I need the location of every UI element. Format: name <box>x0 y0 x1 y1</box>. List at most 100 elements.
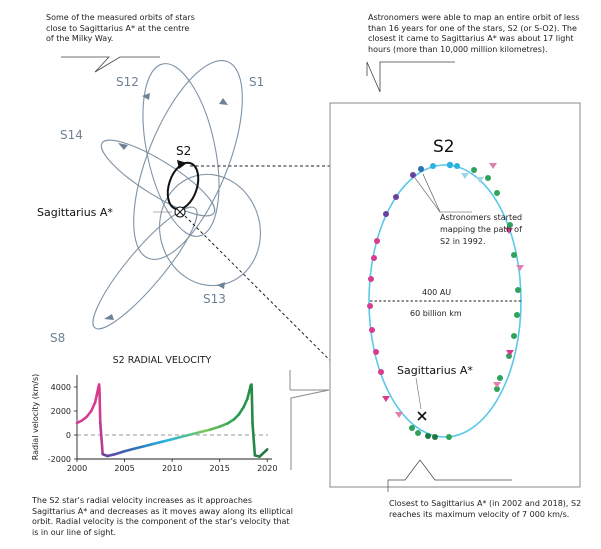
arrow-s1 <box>219 98 228 105</box>
radial-velocity-chart: S2 RADIAL VELOCITY Radial velocity (km/s… <box>31 355 277 473</box>
obs-dot <box>393 194 399 200</box>
obs-dot <box>507 222 513 228</box>
obs-dot <box>415 430 421 436</box>
obs-dot <box>409 425 415 431</box>
obs-dot <box>515 287 521 293</box>
velocity-curve-segment <box>113 449 126 456</box>
x-tick-label: 2010 <box>162 464 182 473</box>
callout-bracket-s2 <box>366 61 455 93</box>
obs-dot <box>485 175 491 181</box>
width-au-label: 400 AU <box>422 288 451 297</box>
obs-dot <box>368 276 374 282</box>
obs-triangle <box>476 177 484 183</box>
velocity-curve-segment <box>170 435 183 441</box>
y-tick-label: 4000 <box>51 383 71 392</box>
velocity-curve-segment <box>99 421 104 456</box>
velocity-curve-segment <box>237 406 245 416</box>
obs-triangle <box>382 396 390 402</box>
obs-dot <box>418 166 424 172</box>
label-s14: S14 <box>60 128 83 142</box>
s2-panel-title: S2 <box>433 137 455 157</box>
label-s8: S8 <box>50 331 65 345</box>
obs-dot <box>383 211 389 217</box>
orbit-s2-small <box>166 161 200 211</box>
mapping-note-leader-2 <box>414 177 441 213</box>
obs-dot <box>430 163 436 169</box>
arrow-s13 <box>217 282 225 289</box>
velocity-curve-segment <box>250 388 254 425</box>
s2-triangle-markers <box>382 163 524 418</box>
label-sgr-a-right: Sagittarius A* <box>397 364 473 377</box>
x-tick-label: 2015 <box>210 464 230 473</box>
obs-dot <box>454 163 460 169</box>
arrow-s2-small <box>177 160 187 169</box>
sgr-a-marker <box>174 206 186 218</box>
obs-triangle <box>505 228 513 234</box>
obs-dot <box>432 434 438 440</box>
orbit-s12 <box>142 63 220 237</box>
arrow-s14 <box>118 143 128 150</box>
obs-dot <box>494 190 500 196</box>
label-s13: S13 <box>203 292 226 306</box>
obs-dot <box>511 252 517 258</box>
velocity-curve-segment <box>180 433 193 439</box>
obs-dot <box>446 434 452 440</box>
velocity-curve-segment <box>218 422 229 428</box>
panel-bracket-h <box>290 389 330 470</box>
velocity-curve-segment <box>251 421 257 457</box>
orbit-labels: S12 S1 S14 S13 S8 <box>50 75 264 345</box>
obs-dot <box>497 375 503 381</box>
obs-dot <box>374 238 380 244</box>
label-s2-small: S2 <box>176 144 191 158</box>
obs-dot <box>367 303 373 309</box>
s2-panel-frame <box>329 102 581 488</box>
velocity-curve-segment <box>132 445 145 451</box>
obs-triangle <box>395 412 403 418</box>
caption-closest-approach: Closest to Sagittarius A* (in 2002 and 2… <box>389 499 582 519</box>
mapping-note-line: mapping the path of <box>440 225 522 234</box>
velocity-curve-segment <box>89 401 97 413</box>
callout-bracket-orbits <box>61 56 160 73</box>
obs-dot <box>371 255 377 261</box>
arrow-s12 <box>142 93 150 100</box>
obs-dot <box>425 433 431 439</box>
velocity-curve-segment <box>93 392 99 404</box>
y-tick-label: 0 <box>66 431 71 440</box>
caption-radial-velocity: The S2 star's radial velocity increases … <box>32 496 294 537</box>
orbit-s13 <box>159 173 261 287</box>
obs-dot <box>471 167 477 173</box>
orbit-s8 <box>92 206 198 330</box>
x-tick-label: 2000 <box>67 464 87 473</box>
orbit-s14 <box>100 139 216 217</box>
mapping-note-line: Astronomers started <box>440 213 522 222</box>
chart-title: S2 RADIAL VELOCITY <box>113 355 212 366</box>
velocity-curve-segment <box>123 447 136 453</box>
velocity-curve-segment <box>161 437 174 443</box>
velocity-curve-segment <box>151 440 164 446</box>
x-tick-label: 2020 <box>257 464 277 473</box>
orbit-s1 <box>133 60 243 260</box>
obs-dot <box>511 333 517 339</box>
obs-dot <box>378 369 384 375</box>
obs-triangle <box>461 173 469 179</box>
velocity-curve-segment <box>242 397 249 409</box>
label-s12: S12 <box>116 75 139 89</box>
s2-observation-points <box>367 161 521 440</box>
obs-dot <box>410 172 416 178</box>
obs-dot <box>494 386 500 392</box>
obs-triangle <box>506 350 514 356</box>
y-tick-label: -2000 <box>48 455 71 464</box>
orbit-arrows <box>104 93 228 320</box>
orbit-cluster <box>92 60 261 330</box>
label-sgr-a-left: Sagittarius A* <box>37 206 113 219</box>
obs-dot <box>514 312 520 318</box>
velocity-curve-segment <box>208 425 221 431</box>
arrow-s8 <box>104 314 114 320</box>
caption-s2-orbit: Astronomers were able to map an entire o… <box>368 13 580 54</box>
chart-ylabel: Radial velocity (km/s) <box>31 374 40 461</box>
label-s1: S1 <box>249 75 264 89</box>
mapping-note: Astronomers started mapping the path of … <box>440 213 525 246</box>
velocity-curve-segment <box>98 388 102 425</box>
obs-triangle <box>516 265 524 271</box>
